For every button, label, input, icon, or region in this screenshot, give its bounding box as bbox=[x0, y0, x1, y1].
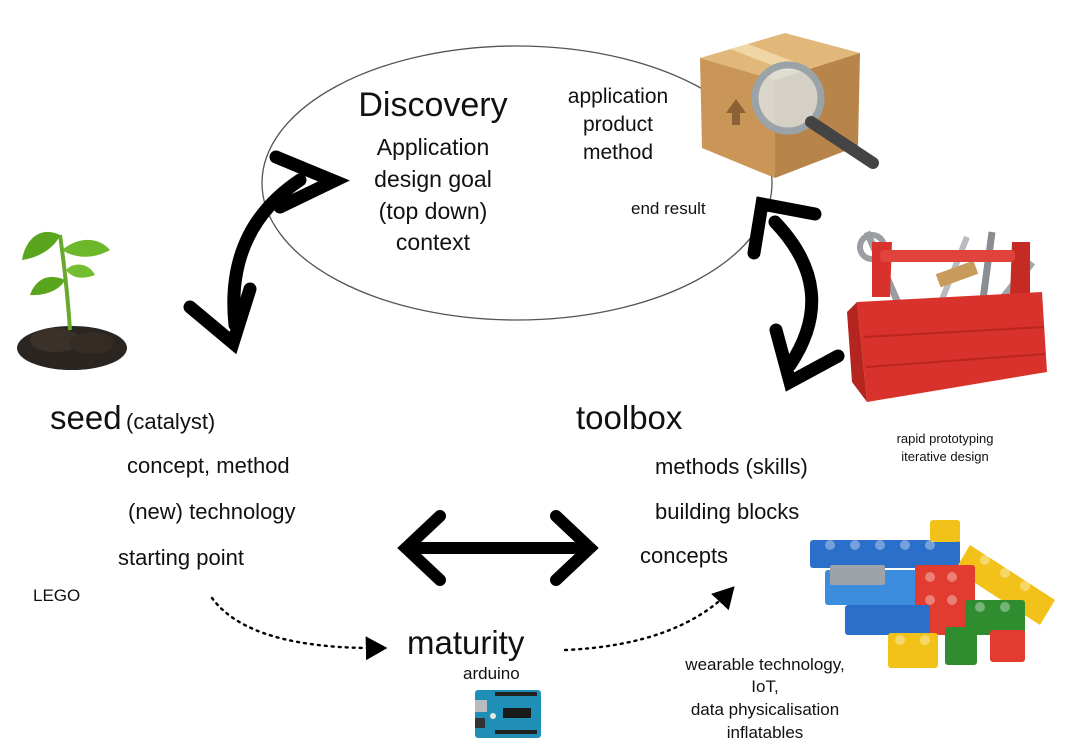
arrow-discovery-seed bbox=[183, 150, 350, 355]
discovery-line-3: (top down) bbox=[378, 198, 488, 224]
red-toolbox-icon bbox=[847, 230, 1047, 402]
dotted-arrow-seed-maturity bbox=[210, 596, 388, 661]
discovery-output-3: method bbox=[582, 141, 654, 164]
dotted-arrow-maturity-toolbox bbox=[563, 586, 735, 652]
maturity-title: maturity bbox=[407, 624, 525, 661]
maturity-example: arduino bbox=[463, 664, 520, 683]
seed-item-3: starting point bbox=[118, 545, 244, 570]
seed-item-2: (new) technology bbox=[128, 499, 296, 524]
toolbox-item-2: building blocks bbox=[655, 499, 800, 524]
box-with-magnifier-icon bbox=[700, 33, 879, 178]
seedling-icon bbox=[17, 231, 127, 370]
toolbox-item-1: methods (skills) bbox=[655, 454, 808, 479]
seed-item-1: concept, method bbox=[127, 453, 290, 478]
discovery-line-1: Application bbox=[376, 134, 490, 160]
lego-bricks-icon bbox=[810, 520, 1055, 668]
seed-heading: seed (catalyst) bbox=[50, 399, 215, 437]
discovery-line-2: design goal bbox=[374, 166, 492, 192]
discovery-output-2: product bbox=[582, 113, 654, 136]
toolbox-example-3: data physicalisation bbox=[690, 700, 840, 719]
toolbox-example-4: inflatables bbox=[726, 723, 804, 742]
toolbox-note-1: rapid prototyping bbox=[896, 431, 994, 446]
discovery-output-1: application bbox=[567, 85, 669, 108]
arrow-discovery-toolbox bbox=[747, 196, 845, 392]
toolbox-example-1: wearable technology, bbox=[685, 655, 845, 674]
seed-title: seed bbox=[50, 399, 122, 436]
arrow-seed-toolbox bbox=[397, 510, 599, 586]
discovery-ellipse bbox=[261, 45, 773, 321]
end-result-label: end result bbox=[631, 199, 706, 218]
discovery-line-4: context bbox=[395, 229, 471, 255]
discovery-title: Discovery bbox=[358, 86, 508, 124]
toolbox-note-2: iterative design bbox=[901, 449, 989, 464]
seed-example: LEGO bbox=[33, 586, 81, 605]
toolbox-title: toolbox bbox=[576, 399, 683, 436]
toolbox-item-3: concepts bbox=[640, 543, 729, 568]
toolbox-example-2: IoT, bbox=[751, 677, 779, 696]
arduino-board-icon bbox=[475, 690, 541, 738]
seed-subtitle: (catalyst) bbox=[126, 409, 216, 434]
